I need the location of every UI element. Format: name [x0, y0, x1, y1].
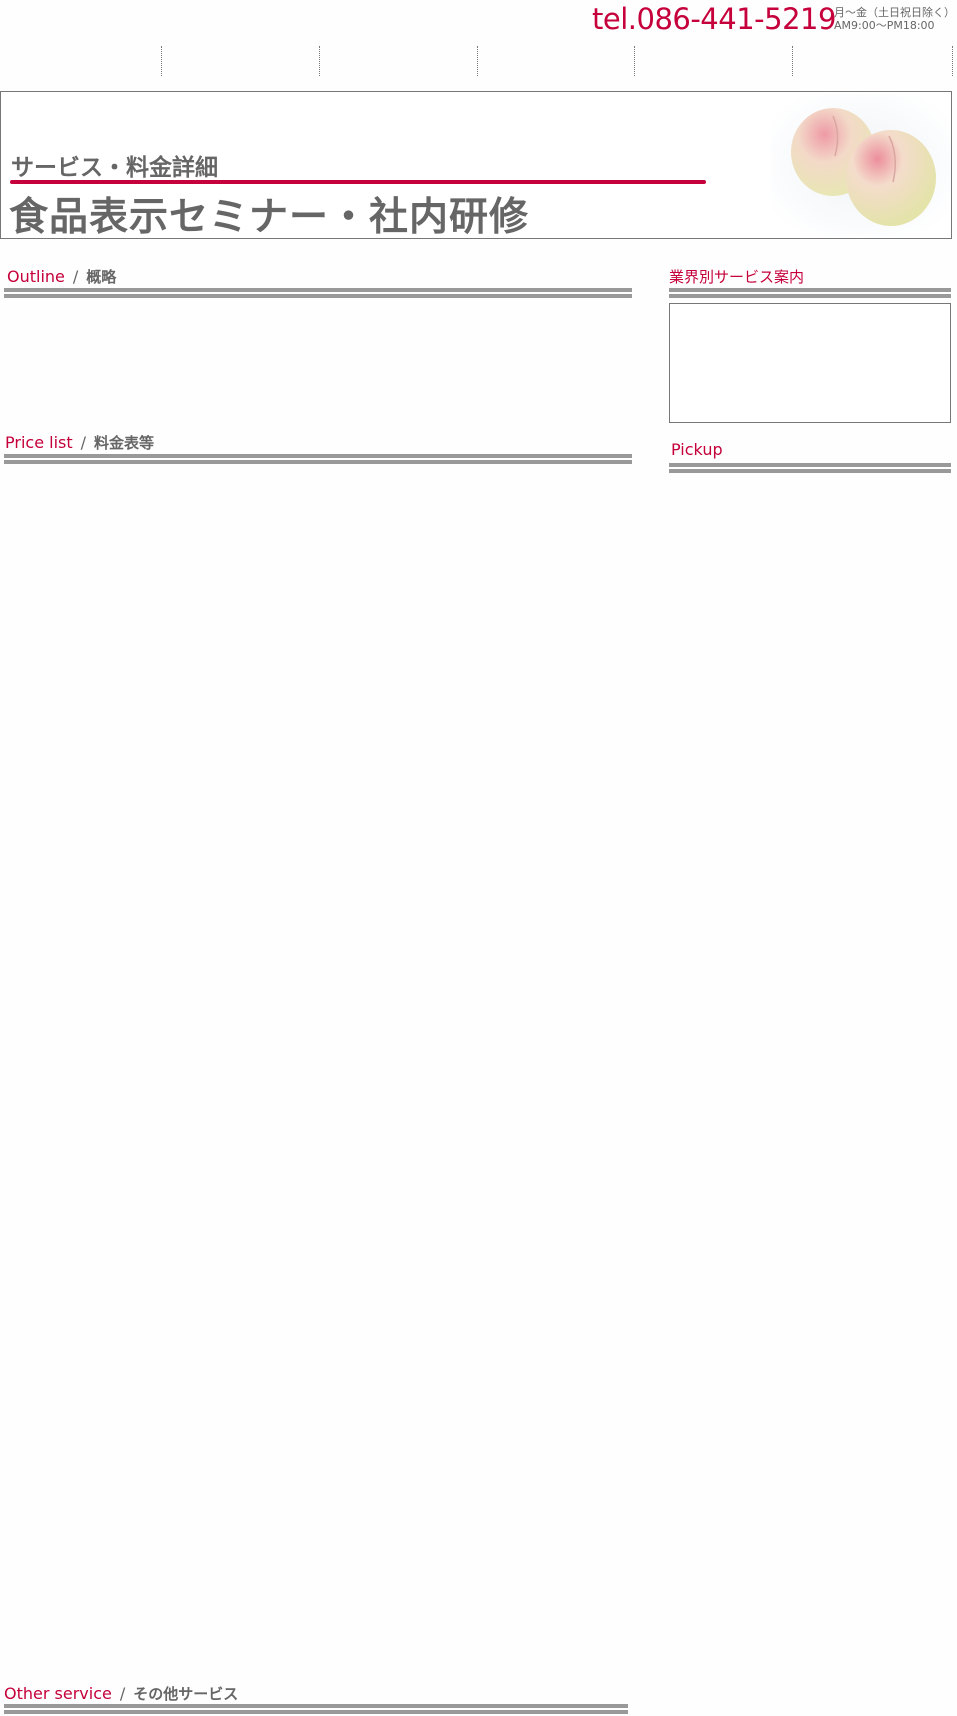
nav-separator: [634, 46, 635, 76]
hero-underline: [10, 180, 706, 184]
business-hours: 月～金（土日祝日除く） AM9:00～PM18:00: [834, 6, 955, 32]
industry-services-title: 業界別サービス案内: [669, 268, 805, 286]
outline-heading: Outline / 概略: [7, 267, 116, 287]
page-title: 食品表示セミナー・社内研修: [9, 195, 530, 240]
price-rule: [4, 454, 632, 464]
other-service-heading: Other service / その他サービス: [4, 1684, 238, 1704]
industry-services-box: [669, 303, 951, 423]
other-heading-en: Other service: [4, 1684, 112, 1703]
heading-slash: /: [80, 433, 87, 452]
nav-separator: [952, 46, 953, 76]
outline-rule: [4, 288, 632, 298]
price-heading-en: Price list: [5, 433, 73, 452]
phone-number[interactable]: tel.086-441-5219: [592, 2, 836, 36]
pickup-rule: [669, 463, 951, 473]
other-service-rule: [4, 1704, 628, 1714]
outline-heading-en: Outline: [7, 267, 65, 286]
price-heading-ja: 料金表等: [94, 434, 155, 452]
business-time: AM9:00～PM18:00: [834, 19, 935, 32]
industry-services-rule: [669, 288, 951, 298]
hero-subtitle: サービス・料金詳細: [11, 155, 218, 181]
nav-separator: [477, 46, 478, 76]
nav-separator: [161, 46, 162, 76]
heading-slash: /: [72, 267, 79, 286]
heading-slash: /: [119, 1684, 126, 1703]
pickup-heading: Pickup: [671, 440, 723, 460]
peach-image: [771, 94, 951, 236]
pickup-title: Pickup: [671, 440, 723, 459]
nav-separator: [792, 46, 793, 76]
hero-banner: サービス・料金詳細 食品表示セミナー・社内研修: [0, 91, 952, 240]
business-days: 月～金（土日祝日除く）: [834, 6, 955, 19]
global-nav: [0, 46, 957, 76]
industry-services-heading: 業界別サービス案内: [669, 267, 804, 287]
nav-separator: [319, 46, 320, 76]
price-heading: Price list / 料金表等: [5, 433, 154, 453]
outline-heading-ja: 概略: [86, 268, 117, 286]
other-heading-ja: その他サービス: [133, 1685, 239, 1703]
